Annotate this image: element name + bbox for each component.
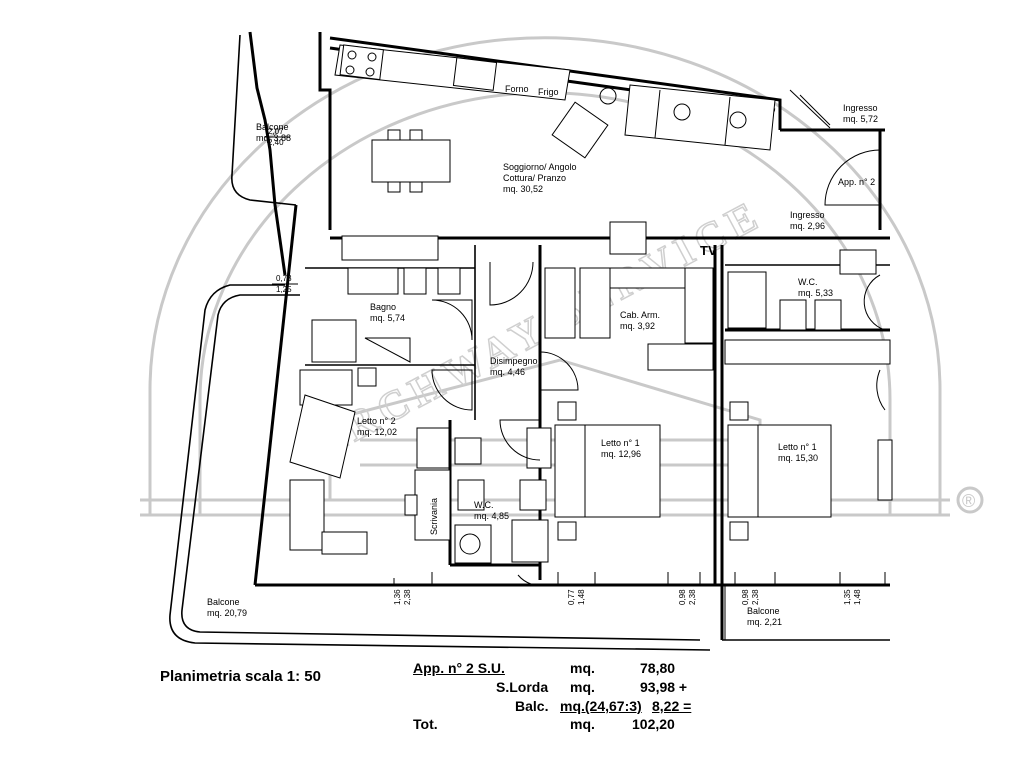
summary-row2-unit: mq. xyxy=(570,679,595,695)
room-balcone-2-area: mq. 20,79 xyxy=(207,608,247,618)
room-bagno: Bagno xyxy=(370,302,396,312)
summary-row1-unit: mq. xyxy=(570,660,595,676)
dim-2-40: 2,40 xyxy=(268,138,284,147)
room-letto-1b-area: mq. 15,30 xyxy=(778,453,818,463)
dimension-labels: 2,07 2,40 0,73 1,25 1,36 2,38 0,77 1,48 … xyxy=(265,127,886,605)
doors xyxy=(431,89,886,587)
dim-0-98b: 0,98 xyxy=(741,589,750,605)
room-balcone-2: Balcone xyxy=(207,597,240,607)
summary-row2-value: 93,98 + xyxy=(640,679,688,695)
beds xyxy=(289,367,893,541)
forno-label: Forno xyxy=(505,84,529,94)
room-letto-2-area: mq. 12,02 xyxy=(357,427,397,437)
room-ingresso-1-area: mq. 5,72 xyxy=(843,114,878,124)
room-app2: App. n° 2 xyxy=(838,177,875,187)
room-balcone-1-area: mq. 3,88 xyxy=(256,133,291,143)
dim-2-38c: 2,38 xyxy=(751,589,760,605)
summary-row4-value: 102,20 xyxy=(632,716,675,732)
room-letto-2: Letto n° 2 xyxy=(357,416,396,426)
dim-2-07: 2,07 xyxy=(268,127,284,136)
tv-label: TV xyxy=(700,243,717,258)
dim-1-25: 1,25 xyxy=(276,285,292,294)
room-soggiorno: Soggiorno/ Angolo xyxy=(503,162,577,172)
dim-2-38a: 2,38 xyxy=(403,589,412,605)
bathroom-fixtures xyxy=(311,249,877,564)
room-disimpegno-area: mq. 4,46 xyxy=(490,367,525,377)
watermark-registered-mark: ® xyxy=(962,491,975,511)
summary-row2-label: S.Lorda xyxy=(496,679,549,695)
room-disimpegno: Disimpegno xyxy=(490,356,538,366)
room-soggiorno-area: mq. 30,52 xyxy=(503,184,543,194)
room-ingresso-1: Ingresso xyxy=(843,103,878,113)
sofa xyxy=(551,84,776,159)
dim-1-48a: 1,48 xyxy=(577,589,586,605)
plan-title: Planimetria scala 1: 50 xyxy=(160,668,321,685)
dim-1-35: 1,35 xyxy=(843,589,852,605)
balconies xyxy=(169,34,890,651)
room-wc-2: W.C. xyxy=(474,500,494,510)
summary-row3-unit: mq.(24,67:3) xyxy=(560,698,642,714)
frigo-label: Frigo xyxy=(538,87,559,97)
summary-row3-value: 8,22 = xyxy=(652,698,692,714)
room-soggiorno-2: Cottura/ Pranzo xyxy=(503,173,566,183)
dim-1-36: 1,36 xyxy=(393,589,402,605)
room-wc-1-area: mq. 5,33 xyxy=(798,288,833,298)
room-cab-arm: Cab. Arm. xyxy=(620,310,660,320)
wardrobes xyxy=(289,267,891,555)
room-cab-arm-area: mq. 3,92 xyxy=(620,321,655,331)
room-letto-1a: Letto n° 1 xyxy=(601,438,640,448)
dim-0-77: 0,77 xyxy=(567,589,576,605)
room-letto-1b: Letto n° 1 xyxy=(778,442,817,452)
dim-0-73: 0,73 xyxy=(276,274,292,283)
dim-0-98a: 0,98 xyxy=(678,589,687,605)
room-letto-1a-area: mq. 12,96 xyxy=(601,449,641,459)
dim-2-38b: 2,38 xyxy=(688,589,697,605)
summary-row3-label: Balc. xyxy=(515,698,549,714)
summary-row4-label: Tot. xyxy=(413,716,438,732)
room-bagno-area: mq. 5,74 xyxy=(370,313,405,323)
room-wc-1: W.C. xyxy=(798,277,818,287)
room-ingresso-2-area: mq. 2,96 xyxy=(790,221,825,231)
summary-row1-label: App. n° 2 S.U. xyxy=(413,660,505,676)
dining-table xyxy=(371,129,451,193)
room-labels: Balcone mq. 3,88 Ingresso mq. 5,72 Soggi… xyxy=(207,103,878,627)
kitchen-counter: Forno Frigo xyxy=(334,44,571,101)
room-ingresso-2: Ingresso xyxy=(790,210,825,220)
room-scrivania: Scrivania xyxy=(429,498,439,535)
room-wc-2-area: mq. 4,85 xyxy=(474,511,509,521)
room-balcone-1: Balcone xyxy=(256,122,289,132)
summary-row4-unit: mq. xyxy=(570,716,595,732)
room-balcone-3-area: mq. 2,21 xyxy=(747,617,782,627)
dim-1-48b: 1,48 xyxy=(853,589,862,605)
summary-row1-value: 78,80 xyxy=(640,660,676,676)
room-balcone-3: Balcone xyxy=(747,606,780,616)
tv-unit: TV xyxy=(341,221,717,261)
